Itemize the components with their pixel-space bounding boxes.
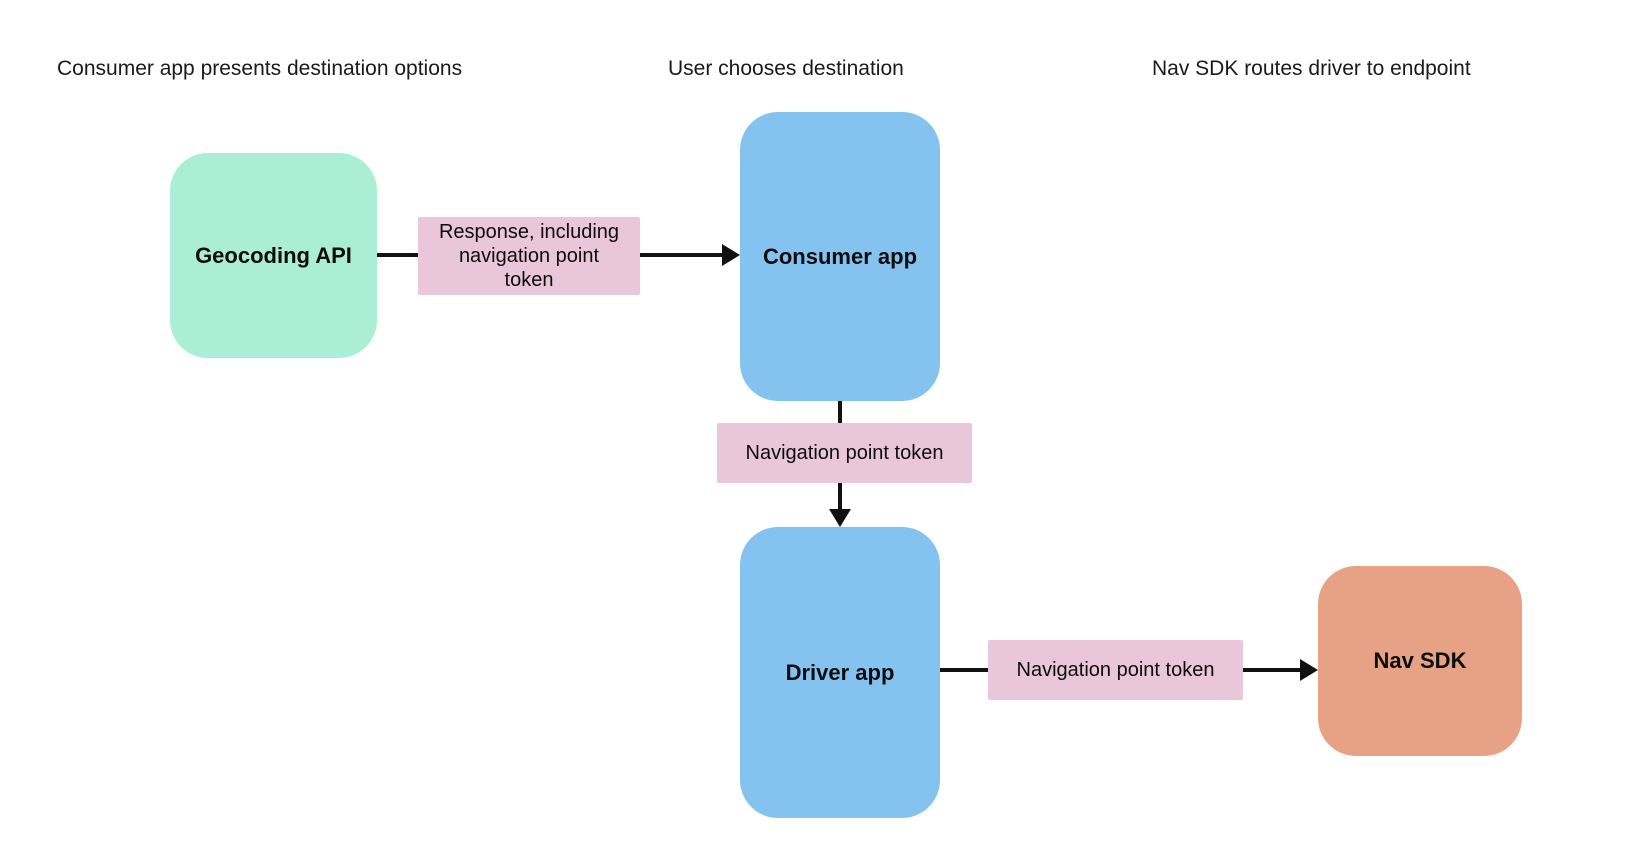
arrowhead-right-icon	[1300, 659, 1318, 681]
edge-label-token-driver-to-navsdk: Navigation point token	[988, 640, 1243, 700]
arrow-geocoding-to-consumer-segment-1	[377, 253, 418, 257]
edge-label-response-including-token: Response, including navigation point tok…	[418, 217, 640, 295]
arrowhead-right-icon	[722, 244, 740, 266]
column-heading-navsdk-routes: Nav SDK routes driver to endpoint	[1152, 57, 1471, 80]
arrow-driver-to-navsdk-segment-2	[1243, 668, 1300, 672]
arrow-driver-to-navsdk-segment-1	[940, 668, 988, 672]
edge-label-token-consumer-to-driver: Navigation point token	[717, 423, 972, 483]
column-heading-user-chooses: User chooses destination	[668, 57, 904, 80]
arrow-consumer-to-driver-segment-1	[838, 401, 842, 423]
node-consumer-app: Consumer app	[740, 112, 940, 401]
node-driver-app: Driver app	[740, 527, 940, 818]
node-geocoding-api: Geocoding API	[170, 153, 377, 358]
arrow-consumer-to-driver-segment-2	[838, 483, 842, 509]
arrow-geocoding-to-consumer-segment-2	[640, 253, 722, 257]
arrowhead-down-icon	[829, 509, 851, 527]
column-heading-consumer-presents: Consumer app presents destination option…	[57, 57, 463, 80]
node-nav-sdk: Nav SDK	[1318, 566, 1522, 756]
